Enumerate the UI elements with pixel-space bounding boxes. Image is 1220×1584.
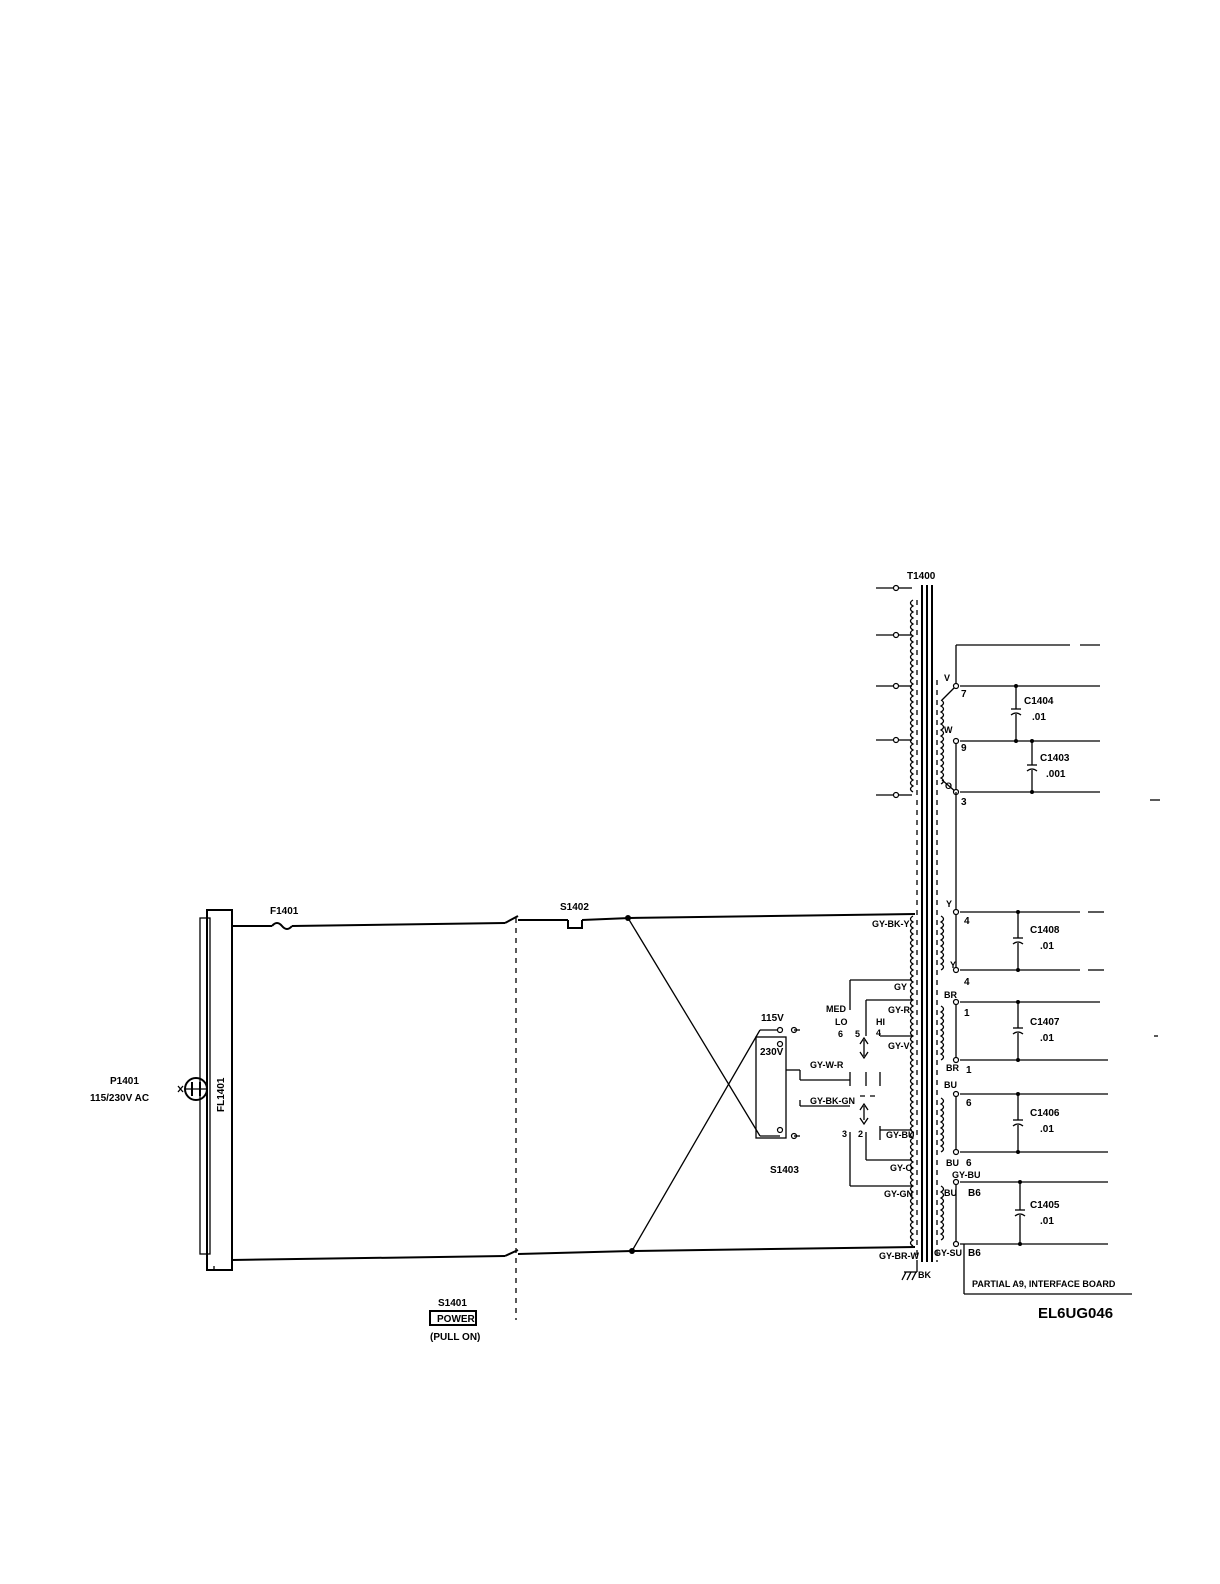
sec-wire-b6: BU <box>944 1188 957 1198</box>
wire-gy-gn: GY-GN <box>884 1189 913 1199</box>
voltage-selector-s1403 <box>755 1026 881 1140</box>
switch-s1403-label: S1403 <box>770 1165 799 1176</box>
switch-s1402-label: S1402 <box>560 902 589 913</box>
chassis-ground <box>901 1262 918 1281</box>
pin-4a: 4 <box>964 916 970 927</box>
power-label: POWER <box>437 1314 476 1325</box>
cap-c1403-value: .001 <box>1046 769 1066 780</box>
switch-position-6: 6 <box>838 1029 843 1039</box>
upper-primary-taps <box>876 584 912 799</box>
wire-gy-bk-y: GY-BK-Y <box>872 919 910 929</box>
pin-7: 7 <box>961 689 967 700</box>
sec-wire-bu1: BU <box>944 1080 957 1090</box>
pull-on-label: (PULL ON) <box>430 1332 480 1343</box>
capacitors <box>1010 684 1038 1246</box>
sec-wire-br2: BR <box>946 1063 959 1073</box>
primary-winding-upper <box>909 599 915 793</box>
v115-label: 115V <box>761 1013 784 1024</box>
wire-gy-w-r: GY-W-R <box>810 1060 844 1070</box>
wire-gy-bu-b: GY-BU <box>952 1170 981 1180</box>
line-neutral <box>231 1246 916 1261</box>
plug-label: P1401 <box>110 1076 139 1087</box>
pin-9: 9 <box>961 743 967 754</box>
crossover-wiring <box>627 917 780 1252</box>
switch-s1401-label: S1401 <box>438 1298 467 1309</box>
tap-switch <box>849 979 912 1187</box>
cap-c1406-value: .01 <box>1040 1124 1054 1135</box>
pin-3: 3 <box>961 797 967 808</box>
switch-position-4: 4 <box>876 1028 881 1038</box>
sec-wire-o: O <box>945 781 952 791</box>
cap-c1403-ref: C1403 <box>1040 753 1070 764</box>
wire-gy-r: GY-R <box>888 1005 911 1015</box>
wire-gy-o: GY-O <box>890 1163 913 1173</box>
primary-winding-lower <box>909 915 915 1247</box>
pin-6b: 6 <box>966 1158 972 1169</box>
lo-label: LO <box>835 1017 848 1027</box>
interface-board-label: PARTIAL A9, INTERFACE BOARD <box>972 1279 1116 1289</box>
cap-c1407-value: .01 <box>1040 1033 1054 1044</box>
capacitor-c1403 <box>1026 739 1038 794</box>
cap-c1407-ref: C1407 <box>1030 1017 1060 1028</box>
ac-plug-p1401 <box>177 1077 208 1101</box>
line-hot <box>232 913 916 930</box>
ground-wire-label: BK <box>918 1270 931 1280</box>
switch-position-5: 5 <box>855 1029 860 1039</box>
sec-wire-v: V <box>944 673 950 683</box>
cap-c1404-ref: C1404 <box>1024 696 1054 707</box>
wire-gy-bu: GY-BU <box>886 1130 915 1140</box>
cap-c1404-value: .01 <box>1032 712 1046 723</box>
pin-1b: 1 <box>966 1065 972 1076</box>
sec-wire-y2: Y <box>950 960 956 970</box>
transformer-t1400 <box>909 585 945 1262</box>
cap-c1405-ref: C1405 <box>1030 1200 1060 1211</box>
wire-gy-bk-gn: GY-BK-GN <box>810 1096 855 1106</box>
cap-c1406-ref: C1406 <box>1030 1108 1060 1119</box>
cap-c1405-value: .01 <box>1040 1216 1054 1227</box>
pin-b6b: B6 <box>968 1248 981 1259</box>
plug-rating-label: 115/230V AC <box>90 1093 149 1104</box>
pin-4b: 4 <box>964 977 970 988</box>
capacitor-c1404 <box>1010 684 1022 743</box>
cap-c1408-value: .01 <box>1040 941 1054 952</box>
capacitor-c1408 <box>1012 910 1024 972</box>
power-switch-s1401: S1401 POWER (PULL ON) <box>429 1298 480 1343</box>
switch-position-2: 2 <box>858 1129 863 1139</box>
filter-label: FL1401 <box>216 1077 227 1112</box>
pin-1a: 1 <box>964 1008 970 1019</box>
fuse-label: F1401 <box>270 906 299 917</box>
wire-gy-v: GY-V <box>888 1041 910 1051</box>
wire-gy-br-w: GY-BR-W <box>879 1251 920 1261</box>
switch-position-3: 3 <box>842 1129 847 1139</box>
hi-label: HI <box>876 1017 885 1027</box>
secondary-windings <box>939 699 945 1241</box>
transformer-label: T1400 <box>907 571 936 582</box>
sec-wire-bu2: BU <box>946 1158 959 1168</box>
sec-wire-y1: Y <box>946 899 952 909</box>
pin-b6a: B6 <box>968 1188 981 1199</box>
drawing-id: EL6UG046 <box>1038 1305 1113 1322</box>
wire-gy: GY <box>894 982 907 992</box>
capacitor-c1407 <box>1012 1000 1024 1062</box>
pin-6a: 6 <box>966 1098 972 1109</box>
capacitor-c1405 <box>1014 1180 1026 1246</box>
wire-gy-su: GY-SU <box>934 1248 962 1258</box>
capacitor-c1406 <box>1012 1092 1024 1154</box>
cap-c1408-ref: C1408 <box>1030 925 1060 936</box>
med-label: MED <box>826 1004 847 1014</box>
sec-wire-br1: BR <box>944 990 957 1000</box>
sec-wire-w: W <box>944 725 953 735</box>
v230-label: 230V <box>760 1047 784 1058</box>
